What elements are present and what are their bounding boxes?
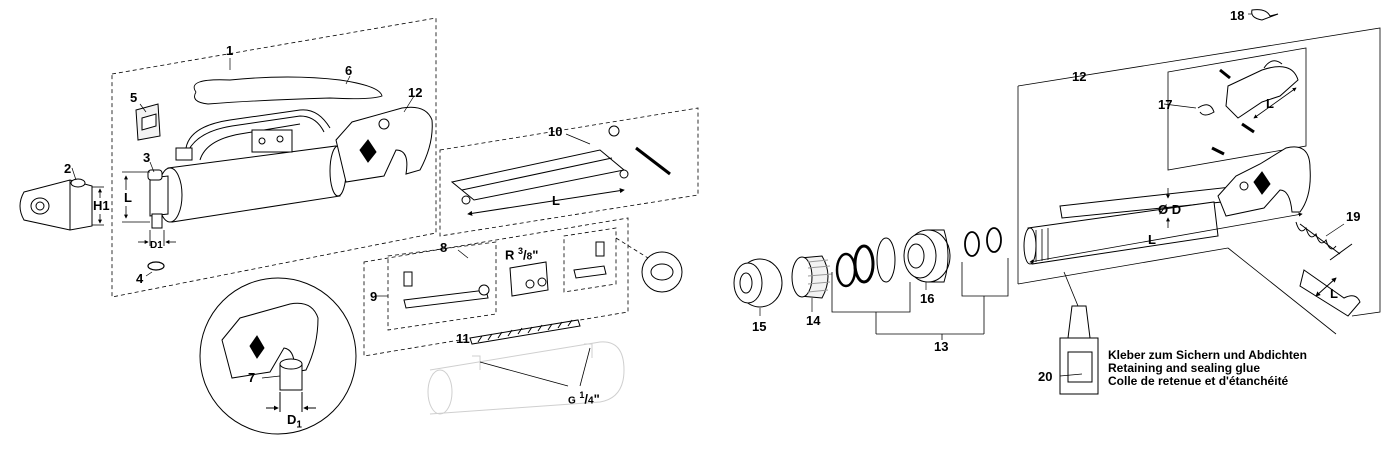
label-17: 17: [1158, 97, 1173, 112]
label-12-left: 12: [408, 85, 423, 100]
cable: [193, 76, 383, 105]
label-15: 15: [752, 319, 767, 334]
assembly-1-frame: [111, 17, 437, 298]
dim-r-thread: R 3/8": [505, 246, 539, 263]
label-5: 5: [130, 90, 138, 105]
label-3: 3: [143, 150, 151, 165]
dim-l-cylinder: L: [124, 190, 132, 205]
bracket-part: [135, 103, 161, 141]
dim-d1-detail-sub: 1: [296, 419, 302, 431]
pipes: [175, 109, 331, 161]
label-12-right: 12: [1072, 69, 1087, 84]
circlip-part: [147, 261, 165, 271]
part-14-bushing: [791, 255, 833, 299]
rod-dimensions: [1029, 188, 1303, 264]
dim-od: Ø D: [1158, 202, 1182, 217]
seal-rings: [835, 237, 896, 288]
frame-8: [363, 217, 649, 357]
part-15-nut: [733, 258, 783, 308]
bracket-13: [831, 258, 1009, 340]
spring-19: [1295, 221, 1361, 317]
label-11: 11: [456, 331, 470, 346]
frame-17: [1167, 47, 1307, 171]
label-9: 9: [370, 289, 378, 304]
stabilizer-bar: [450, 125, 671, 216]
cyl-dimensions: [122, 171, 176, 246]
g-thread-leaders: [479, 347, 591, 387]
label-18: 18: [1230, 8, 1245, 23]
label-16: 16: [920, 291, 935, 306]
label-2: 2: [64, 161, 72, 176]
pipe-end-nut: [650, 263, 674, 281]
dim-d1-detail: D1: [287, 412, 302, 431]
pipe-end-detail: [641, 251, 683, 293]
r-thread-den: 8: [526, 251, 533, 263]
label-13: 13: [934, 339, 949, 354]
label-4: 4: [136, 271, 144, 286]
label-14: 14: [806, 313, 821, 328]
dim-l-hook: L: [1266, 96, 1274, 111]
label-19: 19: [1346, 209, 1361, 224]
part-16-piston: [903, 229, 951, 283]
dim-h1: H1: [93, 198, 110, 213]
label-20: 20: [1038, 369, 1053, 384]
h1-dimension: [92, 186, 104, 226]
glue-caption-de: Kleber zum Sichern und Abdichten: [1108, 348, 1307, 362]
clevis-part: [19, 178, 93, 231]
r-thread-num: 3: [518, 246, 524, 256]
dim-d1-cylinder: D1: [150, 240, 163, 251]
clip-18: [1251, 9, 1279, 21]
g-thread-num: 1: [579, 390, 585, 400]
faded-cylinder: [427, 341, 625, 415]
dim-g-thread: G 1/4": [568, 390, 600, 407]
dim-l-rod: L: [1148, 232, 1156, 247]
fittings: [403, 241, 607, 309]
label-8: 8: [440, 240, 448, 255]
dim-l-frame10: L: [552, 193, 560, 208]
dim-l-spring: L: [1330, 286, 1338, 301]
glue-caption-en: Retaining and sealing glue: [1108, 361, 1261, 375]
glue-caption-fr: Colle de retenue et d'étanchéité: [1108, 374, 1289, 388]
glue-caption: Kleber zum Sichern und Abdichten Retaini…: [1108, 349, 1307, 388]
seal-strip: [469, 319, 581, 345]
detail-circle: [199, 277, 357, 435]
label-1: 1: [226, 43, 234, 58]
label-6: 6: [345, 63, 353, 78]
r-thread-unit: ": [532, 247, 539, 263]
glue-bottle: [1059, 271, 1099, 395]
leader-lines: [71, 13, 1345, 379]
latch-parts: [1197, 60, 1299, 156]
frame-10: [439, 107, 699, 237]
g-thread-unit: ": [593, 391, 600, 407]
g-thread-den: 4: [588, 395, 594, 407]
label-7: 7: [248, 370, 256, 385]
hook-assembly: [335, 106, 433, 183]
label-10: 10: [548, 124, 563, 139]
guide-rings: [964, 227, 1002, 257]
